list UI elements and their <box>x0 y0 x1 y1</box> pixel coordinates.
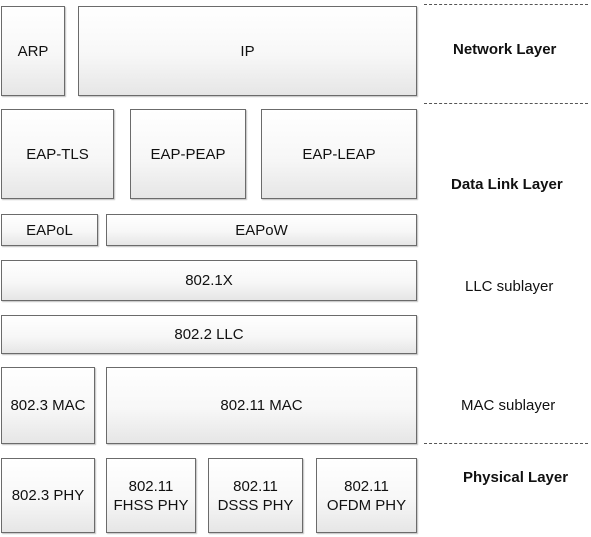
eapow-label: EAPoW <box>235 221 288 239</box>
ofdm-phy-line2: OFDM PHY <box>326 496 407 514</box>
dsss-phy-line1: 802.11 <box>233 477 278 495</box>
dot1x-label: 802.1X <box>185 272 233 289</box>
network-layer-label: Network Layer <box>453 41 557 58</box>
eap-peap-label: EAP-PEAP <box>150 145 226 163</box>
data-link-layer-label: Data Link Layer <box>451 176 563 193</box>
eapol-box: EAPoL <box>1 214 98 246</box>
dot3-mac-box: 802.3 MAC <box>1 367 95 444</box>
dot2-llc-box: 802.2 LLC <box>1 315 417 354</box>
dot3-phy-box: 802.3 PHY <box>1 458 95 533</box>
ofdm-phy-line1: 802.11 <box>344 477 389 495</box>
physical-layer-label: Physical Layer <box>463 469 569 486</box>
arp-box: ARP <box>1 6 65 96</box>
dsss-phy-line2: DSSS PHY <box>217 496 294 514</box>
dot11-mac-box: 802.11 MAC <box>106 367 417 444</box>
ip-box: IP <box>78 6 417 96</box>
ofdm-phy-box: 802.11 OFDM PHY <box>316 458 417 533</box>
fhss-phy-box: 802.11 FHSS PHY <box>106 458 196 533</box>
fhss-phy-line1: 802.11 <box>128 477 174 495</box>
arp-label: ARP <box>17 42 49 60</box>
dot2-llc-label: 802.2 LLC <box>174 326 244 343</box>
dot3-mac-label: 802.3 MAC <box>10 397 86 414</box>
fhss-phy-line2: FHSS PHY <box>113 496 189 514</box>
dot11-mac-label: 802.11 MAC <box>220 397 303 414</box>
separator-top <box>424 4 588 5</box>
separator-network-datalink <box>424 103 588 104</box>
eap-tls-label: EAP-TLS <box>26 145 89 163</box>
eap-leap-box: EAP-LEAP <box>261 109 417 199</box>
eapow-box: EAPoW <box>106 214 417 246</box>
dsss-phy-box: 802.11 DSSS PHY <box>208 458 303 533</box>
eap-leap-label: EAP-LEAP <box>302 145 376 163</box>
dot3-phy-label: 802.3 PHY <box>11 487 85 504</box>
dot1x-box: 802.1X <box>1 260 417 301</box>
eap-tls-box: EAP-TLS <box>1 109 114 199</box>
ip-label: IP <box>240 42 255 60</box>
eap-peap-box: EAP-PEAP <box>130 109 246 199</box>
llc-sublayer-label: LLC sublayer <box>465 278 554 295</box>
eapol-label: EAPoL <box>26 221 73 239</box>
mac-sublayer-label: MAC sublayer <box>461 397 556 414</box>
separator-datalink-physical <box>424 443 588 444</box>
